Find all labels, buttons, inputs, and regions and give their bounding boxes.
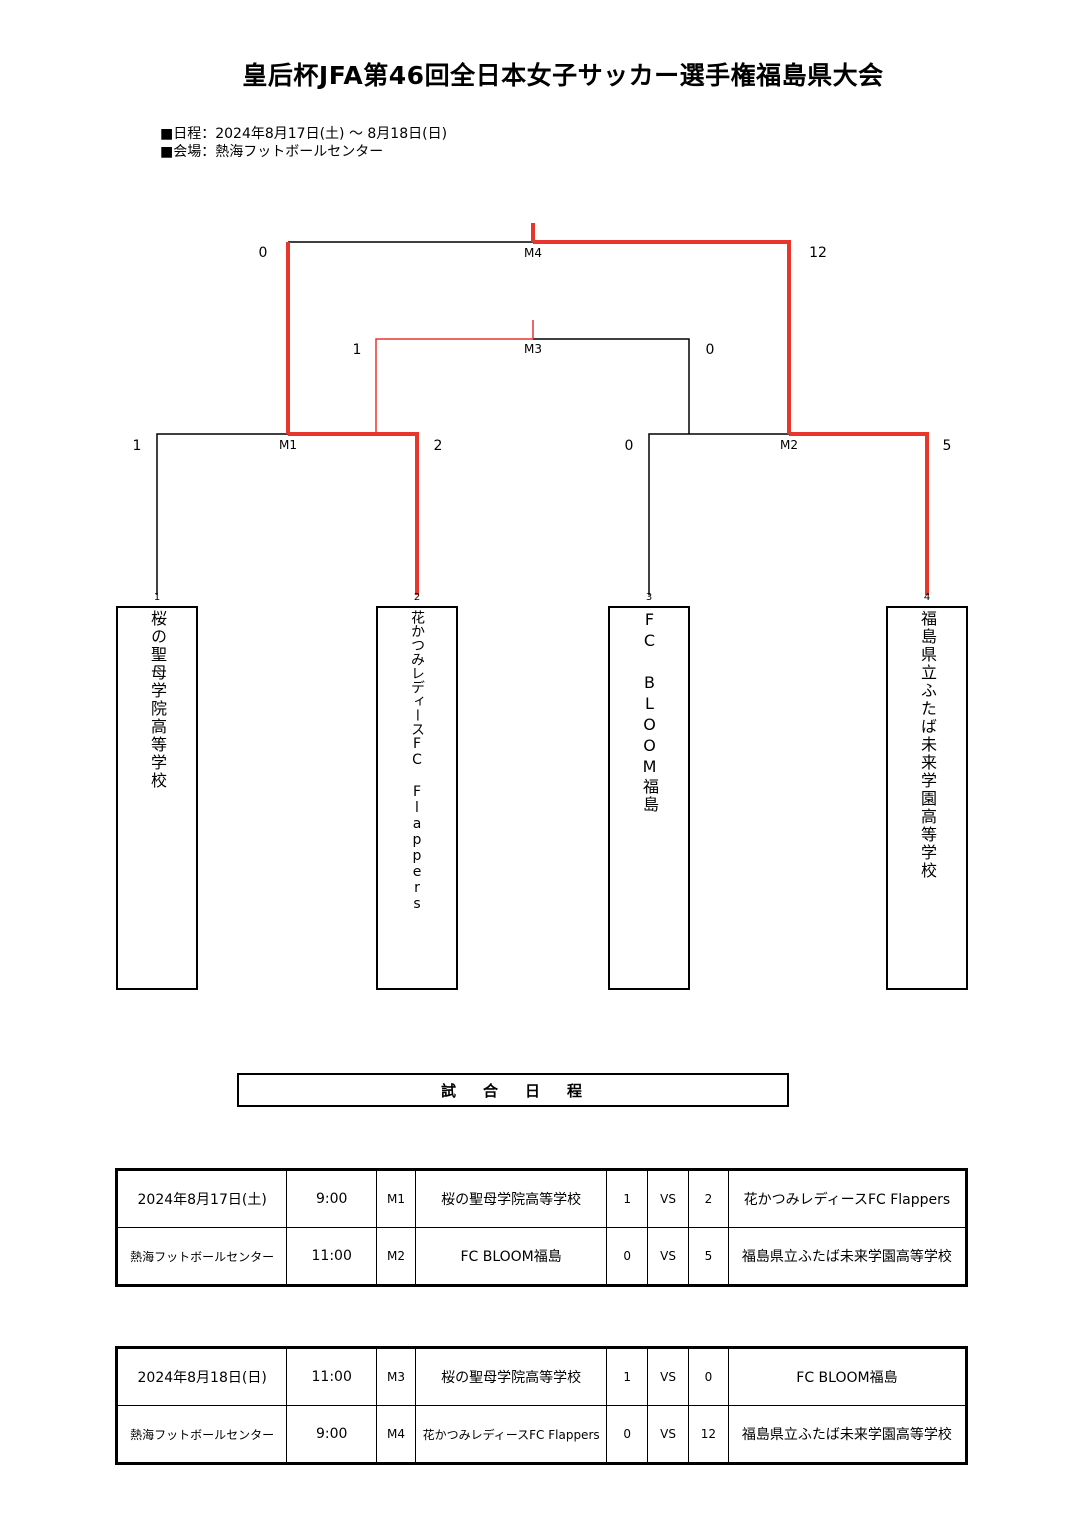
day-venue: 熱海フットボールセンター bbox=[115, 1227, 288, 1286]
seed-4: 4 bbox=[923, 592, 931, 603]
match-label-m1: M1 bbox=[279, 438, 297, 452]
seed-2: 2 bbox=[413, 592, 421, 603]
bracket-line-team4 bbox=[789, 432, 929, 595]
game-home-score: 1 bbox=[606, 1347, 649, 1406]
bracket-line-m2-to-m3 bbox=[533, 338, 690, 434]
game-time: 11:00 bbox=[286, 1227, 378, 1286]
game-away-score: 12 bbox=[687, 1405, 729, 1464]
page-title: 皇后杯JFA第46回全日本女子サッカー選手権福島県大会 bbox=[242, 61, 884, 90]
score-m4-right: 12 bbox=[809, 245, 827, 261]
team-box-1: 桜の聖母学院高等学校 bbox=[116, 606, 198, 990]
game-home-score: 1 bbox=[606, 1169, 649, 1228]
score-m3-right: 0 bbox=[705, 342, 715, 358]
table-row: 熱海フットボールセンター 9:00 M4 花かつみレディースFC Flapper… bbox=[115, 1405, 968, 1464]
heading-char: 程 bbox=[567, 1081, 586, 1100]
seed-3: 3 bbox=[645, 592, 653, 603]
game-match-id: M3 bbox=[376, 1347, 416, 1406]
schedule-table-day1: 2024年8月17日(土) 9:00 M1 桜の聖母学院高等学校 1 VS 2 … bbox=[115, 1168, 968, 1287]
team-box-4: 福島県立ふたば未来学園高等学校 bbox=[886, 606, 968, 990]
seed-1: 1 bbox=[153, 592, 161, 603]
game-home-team: 桜の聖母学院高等学校 bbox=[414, 1347, 608, 1406]
day-date: 2024年8月18日(日) bbox=[115, 1347, 288, 1406]
heading-char: 合 bbox=[482, 1081, 501, 1100]
game-away-team: 福島県立ふたば未来学園高等学校 bbox=[727, 1227, 968, 1286]
bracket-line-m1-to-m3 bbox=[375, 338, 533, 434]
game-time: 11:00 bbox=[286, 1347, 378, 1406]
tournament-bracket bbox=[156, 223, 929, 595]
match-label-m2: M2 bbox=[780, 438, 798, 452]
game-home-score: 0 bbox=[606, 1405, 649, 1464]
score-m1-right: 2 bbox=[433, 438, 443, 454]
game-away-score: 0 bbox=[687, 1347, 729, 1406]
game-time: 9:00 bbox=[286, 1405, 378, 1464]
game-away-team: 花かつみレディースFC Flappers bbox=[727, 1169, 968, 1228]
score-m3-left: 1 bbox=[352, 342, 362, 358]
table-row: 熱海フットボールセンター 11:00 M2 FC BLOOM福島 0 VS 5 … bbox=[115, 1227, 968, 1286]
schedule-table-day2: 2024年8月18日(日) 11:00 M3 桜の聖母学院高等学校 1 VS 0… bbox=[115, 1346, 968, 1465]
date-info: ■日程：2024年8月17日(土) ～ 8月18日(日) bbox=[160, 126, 448, 142]
game-match-id: M2 bbox=[376, 1227, 416, 1286]
bracket-line-team1 bbox=[156, 433, 288, 595]
bracket-line-m2-to-m4 bbox=[533, 240, 791, 434]
game-home-team: 花かつみレディースFC Flappers bbox=[414, 1405, 608, 1464]
bracket-line-team2 bbox=[288, 432, 419, 595]
table-row: 2024年8月17日(土) 9:00 M1 桜の聖母学院高等学校 1 VS 2 … bbox=[115, 1169, 968, 1228]
venue-info: ■会場：熱海フットボールセンター bbox=[160, 144, 384, 160]
game-home-score: 0 bbox=[606, 1227, 649, 1286]
score-m4-left: 0 bbox=[258, 245, 268, 261]
game-vs: VS bbox=[647, 1227, 689, 1286]
game-vs: VS bbox=[647, 1405, 689, 1464]
match-label-m3: M3 bbox=[524, 342, 542, 356]
heading-char: 日 bbox=[525, 1081, 544, 1100]
team-name-4: 福島県立ふたば未来学園高等学校 bbox=[918, 610, 937, 880]
schedule-heading: 試 合 日 程 bbox=[237, 1073, 789, 1107]
score-m2-right: 5 bbox=[942, 438, 952, 454]
score-m2-left: 0 bbox=[624, 438, 634, 454]
match-label-m4: M4 bbox=[524, 246, 542, 260]
day-date: 2024年8月17日(土) bbox=[115, 1169, 288, 1228]
game-home-team: 桜の聖母学院高等学校 bbox=[414, 1169, 608, 1228]
table-row: 2024年8月18日(日) 11:00 M3 桜の聖母学院高等学校 1 VS 0… bbox=[115, 1347, 968, 1406]
game-home-team: FC BLOOM福島 bbox=[414, 1227, 608, 1286]
team-box-3: FC BLOOM福島 bbox=[608, 606, 690, 990]
team-name-2: 花かつみレディースFC Flappers bbox=[409, 610, 425, 912]
team-name-3: FC BLOOM福島 bbox=[640, 610, 659, 814]
game-match-id: M4 bbox=[376, 1405, 416, 1464]
game-away-team: 福島県立ふたば未来学園高等学校 bbox=[727, 1405, 968, 1464]
game-time: 9:00 bbox=[286, 1169, 378, 1228]
team-box-2: 花かつみレディースFC Flappers bbox=[376, 606, 458, 990]
score-m1-left: 1 bbox=[132, 438, 142, 454]
game-vs: VS bbox=[647, 1347, 689, 1406]
bracket-line-team3 bbox=[648, 433, 789, 595]
team-name-1: 桜の聖母学院高等学校 bbox=[148, 610, 167, 790]
game-vs: VS bbox=[647, 1169, 689, 1228]
game-away-score: 5 bbox=[687, 1227, 729, 1286]
heading-char: 試 bbox=[440, 1081, 459, 1100]
day-venue: 熱海フットボールセンター bbox=[115, 1405, 288, 1464]
game-away-team: FC BLOOM福島 bbox=[727, 1347, 968, 1406]
game-away-score: 2 bbox=[687, 1169, 729, 1228]
game-match-id: M1 bbox=[376, 1169, 416, 1228]
